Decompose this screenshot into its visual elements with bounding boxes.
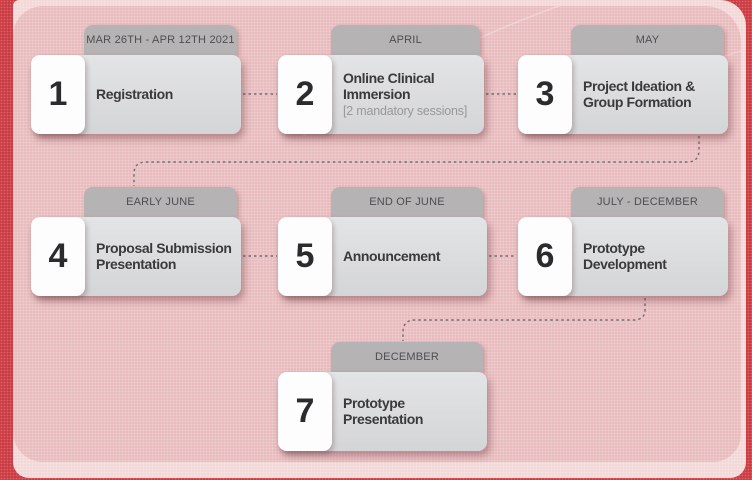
- step-2-subtitle: [2 mandatory sessions]: [343, 103, 468, 118]
- step-3-number: 3: [518, 55, 572, 134]
- step-5-title: Announcement: [343, 247, 441, 264]
- step-4-body: Proposal Submission Presentation 4: [31, 217, 241, 296]
- step-2-title: Online Clinical Immersion: [343, 70, 435, 102]
- step-3-date: MAY: [635, 34, 660, 46]
- step-2-date: APRIL: [389, 34, 422, 46]
- step-3-body: Project Ideation & Group Formation 3: [518, 55, 728, 134]
- step-5-body: Announcement 5: [278, 217, 487, 296]
- step-card-7: DECEMBER Prototype Presentation 7: [278, 342, 487, 451]
- step-2-date-tab: APRIL: [331, 25, 480, 55]
- step-card-1: MAR 26TH - APR 12TH 2021 Registration 1: [31, 25, 241, 134]
- step-5-date-tab: END OF JUNE: [331, 187, 483, 217]
- step-card-4: EARLY JUNE Proposal Submission Presentat…: [31, 187, 241, 296]
- step-2-number: 2: [278, 55, 332, 134]
- step-7-date-tab: DECEMBER: [331, 342, 483, 372]
- step-7-date: DECEMBER: [375, 351, 439, 363]
- step-card-2: APRIL Online Clinical Immersion [2 manda…: [278, 25, 484, 134]
- step-6-title: Prototype Development: [583, 239, 667, 272]
- step-2-body: Online Clinical Immersion [2 mandatory s…: [278, 55, 484, 134]
- step-5-number: 5: [278, 217, 332, 296]
- step-1-body: Registration 1: [31, 55, 241, 134]
- step-4-number: 4: [31, 217, 85, 296]
- step-4-date-tab: EARLY JUNE: [84, 187, 237, 217]
- step-6-number: 6: [518, 217, 572, 296]
- step-7-body: Prototype Presentation 7: [278, 372, 487, 451]
- step-3-date-tab: MAY: [571, 25, 724, 55]
- step-7-number: 7: [278, 372, 332, 451]
- step-1-title: Registration: [96, 85, 173, 102]
- step-card-3: MAY Project Ideation & Group Formation 3: [518, 25, 728, 134]
- step-5-date: END OF JUNE: [369, 196, 445, 208]
- step-1-date: MAR 26TH - APR 12TH 2021: [86, 34, 235, 46]
- step-1-date-tab: MAR 26TH - APR 12TH 2021: [84, 25, 237, 55]
- step-6-body: Prototype Development 6: [518, 217, 728, 296]
- step-1-number: 1: [31, 55, 85, 134]
- step-6-date: JULY - DECEMBER: [596, 196, 698, 208]
- step-3-title: Project Ideation & Group Formation: [583, 77, 695, 110]
- step-card-6: JULY - DECEMBER Prototype Development 6: [518, 187, 728, 296]
- step-card-5: END OF JUNE Announcement 5: [278, 187, 487, 296]
- step-6-date-tab: JULY - DECEMBER: [571, 187, 724, 217]
- step-7-title: Prototype Presentation: [343, 394, 423, 427]
- step-4-title: Proposal Submission Presentation: [96, 239, 232, 272]
- step-4-date: EARLY JUNE: [126, 196, 195, 208]
